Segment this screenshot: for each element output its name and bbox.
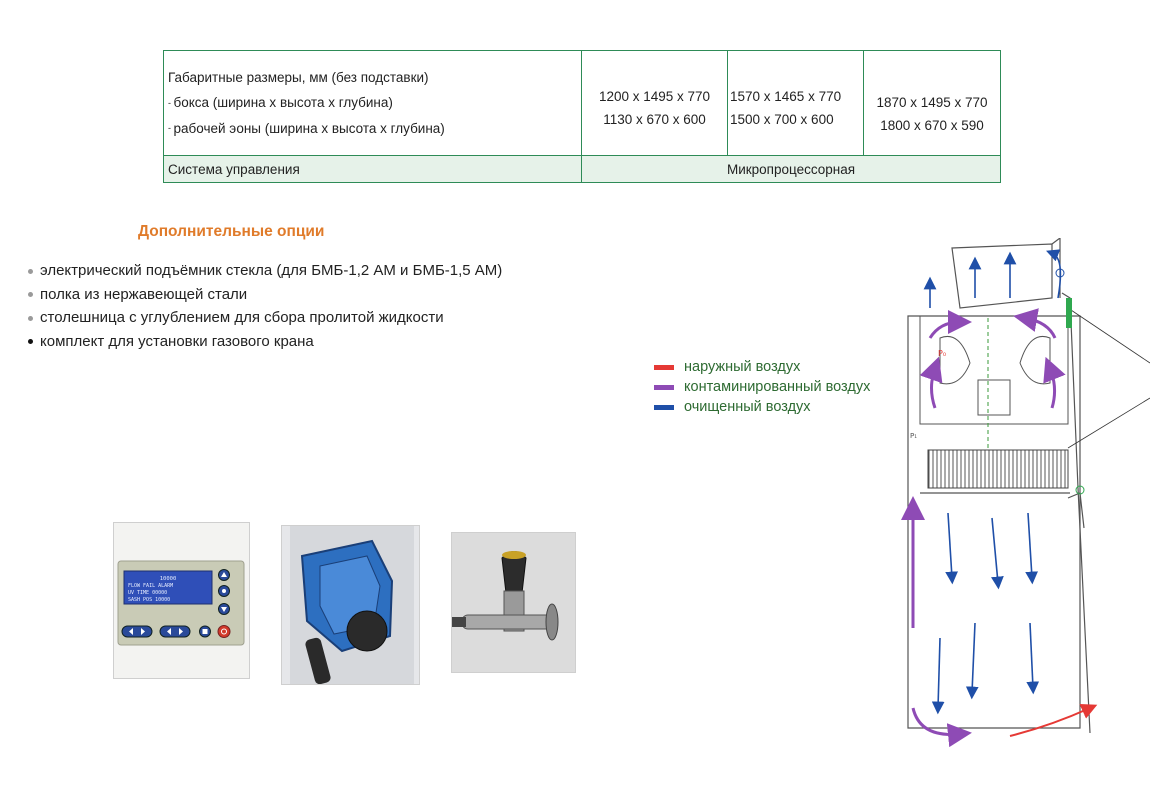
valve-nozzle-icon (452, 617, 466, 627)
control-panel-photo: 10000 FLOW FAIL ALARM UV TIME 00000 SASH… (113, 522, 250, 679)
pressure-label: P₁ (910, 432, 917, 440)
menu-icon (199, 625, 211, 638)
table-row: Система управления Микропроцессорная (163, 155, 1001, 183)
up-arrow-icon (218, 569, 230, 581)
bullet-icon (28, 315, 33, 321)
options-title: Дополнительные опции (138, 223, 325, 240)
list-item: электрический подъёмник стекла (для БМБ-… (28, 259, 502, 283)
airflow-diagram: P₀ P₁ (880, 236, 1150, 795)
motor-icon (977, 379, 1011, 416)
valve-icon (1055, 268, 1065, 278)
list-item-text: электрический подъёмник стекла (для БМБ-… (40, 262, 503, 279)
legend-entry: наружный воздух (654, 357, 870, 377)
controller-screen-line: UV TIME 00000 (128, 590, 167, 596)
controller-screen-line: FLOW FAIL ALARM (128, 583, 173, 589)
controller-screen-line: 10000 (160, 576, 177, 582)
callout-line (1067, 307, 1150, 364)
dims-label-line: Габаритные размеры, мм (без подставки) (168, 69, 429, 85)
outside-air-arrow (1009, 703, 1098, 737)
list-item: полка из нержавеющей стали (28, 283, 502, 307)
box-dims-value: 1870 х 1495 х 770 (876, 95, 988, 110)
dims-label-cell: Габаритные размеры, мм (без подставки) б… (163, 50, 582, 156)
dims-label-line: рабочей эоны (ширина х высота х глубина) (168, 116, 577, 142)
bullet-icon (28, 268, 33, 274)
fan-right-icon (1019, 336, 1051, 385)
legend-label: контаминированный воздух (684, 379, 871, 395)
work-zone-dims-value: 1800 х 670 х 590 (880, 118, 984, 133)
ok-icon (218, 585, 230, 597)
right-arrow-icon (159, 625, 191, 638)
spec-table: Габаритные размеры, мм (без подставки) б… (163, 50, 1001, 183)
valve-cap-icon (502, 551, 526, 559)
valve-icon (1075, 485, 1085, 495)
cleaned-air-arrows (923, 249, 1062, 715)
down-arrow-icon (218, 603, 230, 615)
legend-label: наружный воздух (684, 359, 801, 375)
legend-entry: очищенный воздух (654, 397, 870, 417)
pressure-label: P₀ (938, 349, 946, 358)
valve-flange-icon (545, 603, 559, 641)
left-arrow-icon (121, 625, 153, 638)
controller-screen-line: SASH POS 10000 (128, 597, 170, 603)
work-zone-dims-value: 1130 х 670 х 600 (603, 112, 706, 127)
legend-swatch (654, 404, 674, 410)
control-label-cell: Система управления (163, 155, 582, 183)
dims-value-cell: 1570 х 1465 х 770 1500 х 700 х 600 (727, 50, 864, 156)
list-item-text: комплект для установки газового крана (40, 332, 314, 350)
list-item-text: столешница с углублением для сбора проли… (40, 309, 444, 326)
airflow-legend: наружный воздух контаминированный воздух… (654, 357, 870, 417)
control-value-cell: Микропроцессорная (581, 155, 1001, 183)
box-dims-value: 1570 х 1465 х 770 (730, 89, 842, 104)
fan-left-icon (939, 336, 971, 385)
list-item-text: полка из нержавеющей стали (40, 285, 248, 303)
dims-label-line: бокса (ширина х высота х глубина) (168, 90, 577, 116)
dims-value-cell: 1870 х 1495 х 770 1800 х 670 х 590 (863, 50, 1001, 156)
legend-entry: контаминированный воздух (654, 377, 870, 397)
legend-swatch (654, 364, 674, 370)
options-list: электрический подъёмник стекла (для БМБ-… (28, 259, 502, 353)
indicator-lamp-icon (1066, 298, 1072, 328)
table-row: Габаритные размеры, мм (без подставки) б… (163, 50, 1001, 156)
hepa-filter-icon (927, 449, 1069, 489)
list-item: комплект для установки газового крана (28, 330, 502, 354)
valve-pipe-icon (461, 614, 553, 630)
legend-swatch (654, 384, 674, 390)
dims-value-cell: 1200 х 1495 х 770 1130 х 670 х 600 (581, 50, 728, 156)
power-icon (217, 625, 231, 638)
legend-label: очищенный воздух (684, 399, 811, 415)
bullet-icon (28, 339, 33, 345)
contaminated-air-arrows (901, 308, 1066, 748)
cable-icon (305, 637, 331, 684)
callout-line (1067, 397, 1150, 449)
plug-icon (346, 610, 388, 652)
list-item: столешница с углублением для сбора проли… (28, 306, 502, 330)
box-dims-value: 1200 х 1495 х 770 (598, 89, 711, 104)
gas-valve-photo (451, 532, 576, 673)
work-zone-dims-value: 1500 х 700 х 600 (730, 112, 834, 127)
socket-photo (281, 525, 420, 685)
bullet-icon (28, 292, 33, 298)
